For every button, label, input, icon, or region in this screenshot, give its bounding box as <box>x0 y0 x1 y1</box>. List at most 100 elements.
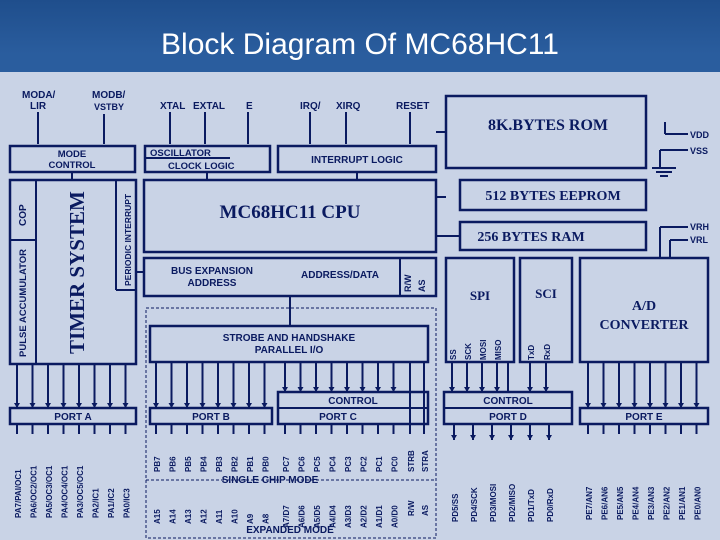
port-b-pin-1: PB6 <box>169 456 178 472</box>
port-e-arrow-6 <box>678 403 684 408</box>
port-b-exp-6: A9 <box>246 513 255 524</box>
port-a-pin-7: PA0/IC3 <box>123 488 132 518</box>
eeprom-block <box>458 178 648 212</box>
address-data-label: ADDRESS/DATA <box>301 270 379 281</box>
ad-line2: CONVERTER <box>600 318 690 333</box>
extal-label: EXTAL <box>193 101 225 112</box>
port-d-arrow-1 <box>470 435 476 440</box>
port-e-block <box>578 406 710 426</box>
port-a-arrow-1 <box>29 403 36 408</box>
port-b-arrow-2 <box>184 403 190 408</box>
port-e-arrow-5 <box>662 403 669 408</box>
reset-label: RESET <box>396 101 429 112</box>
port-d-arrow-3 <box>508 435 514 440</box>
block-diagram-svg: MODA/ LIR MODB/ VSTBY XTAL EXTAL E IRQ/ … <box>8 90 710 539</box>
port-d-pin-5: PD0/RxD <box>546 488 555 522</box>
spi-pin-2: MOSI <box>479 340 488 360</box>
port-b-arrow-4 <box>215 403 221 408</box>
mode-control-line1: MODE <box>58 149 87 160</box>
port-b-pin-6: PB1 <box>246 456 255 472</box>
port-d-pin-1: PD4/SCK <box>470 487 479 522</box>
sci-arrow-0 <box>527 387 533 392</box>
pulse-accumulator-label: PULSE ACCUMULATOR <box>18 249 29 357</box>
port-b-exp-3: A12 <box>200 509 209 524</box>
cop-label: COP <box>18 204 29 226</box>
port-c-pin-6: PC1 <box>375 456 384 472</box>
port-b-arrow-7 <box>261 403 268 408</box>
vrl-label: VRL <box>690 235 709 245</box>
port-b-pin-7: PB0 <box>262 456 271 472</box>
port-b-pin-2: PB5 <box>184 456 193 472</box>
port-e-pin-2: PE5/AN5 <box>616 486 625 520</box>
port-e-pin-3: PE4/AN4 <box>632 486 641 520</box>
port-d-arrow-0 <box>451 435 457 440</box>
vstby-label: VSTBY <box>94 102 124 112</box>
e-label: E <box>246 101 253 112</box>
port-b-arrow-3 <box>199 403 206 408</box>
spi-arrow-2 <box>479 387 485 392</box>
ad-converter-block <box>578 256 710 364</box>
sci-label: SCI <box>535 286 557 301</box>
sci-pin-1: RxD <box>543 344 552 360</box>
port-b-pin-0: PB7 <box>153 456 162 472</box>
port-c-pin-1: PC6 <box>298 456 307 472</box>
port-d-arrow-5 <box>546 435 552 440</box>
port-b-arrow-1 <box>168 403 175 408</box>
spi-arrow-3 <box>494 387 500 392</box>
port-d-pin-2: PD3/MOSI <box>489 484 498 522</box>
bus-expansion-block <box>142 256 438 298</box>
port-e-pin-1: PE6/AN6 <box>601 486 610 520</box>
interrupt-logic-label: INTERRUPT LOGIC <box>311 155 403 166</box>
block-diagram: MODA/ LIR MODB/ VSTBY XTAL EXTAL E IRQ/ … <box>0 72 720 540</box>
spi-arrow-0 <box>449 387 455 392</box>
sci-pin-0: TxD <box>527 345 536 360</box>
single-chip-label: SINGLE CHIP MODE <box>222 475 319 486</box>
xtal-label: XTAL <box>160 101 185 112</box>
spi-label: SPI <box>470 288 490 303</box>
sci-block <box>518 256 574 364</box>
port-c-arrow-7 <box>390 387 397 392</box>
port-b-pin-3: PB4 <box>200 456 209 472</box>
spi-pin-3: MISO <box>494 340 503 360</box>
interrupt-logic-block <box>276 144 438 174</box>
port-b-exp-0: A15 <box>153 509 162 524</box>
oscillator-label: OSCILLATOR <box>150 148 211 159</box>
modb-label: MODB/ <box>92 90 126 101</box>
port-a-pin-4: PA3/OC5/OC1 <box>76 465 85 518</box>
port-a-pin-0: PA7/PAI/OC1 <box>14 469 23 518</box>
port-e-arrow-1 <box>600 403 607 408</box>
vss-label: VSS <box>690 146 708 156</box>
spi-block <box>444 256 516 364</box>
port-b-block <box>148 406 274 426</box>
port-d-label: PORT D <box>489 412 527 423</box>
port-e-arrow-4 <box>647 403 653 408</box>
bus-expansion-line2: ADDRESS <box>188 278 237 289</box>
vdd-label: VDD <box>690 130 710 140</box>
port-b-label: PORT B <box>192 412 230 423</box>
strobe-exp-0: R/W <box>407 500 416 516</box>
port-b-pin-5: PB2 <box>231 456 240 472</box>
port-d-arrow-2 <box>489 435 495 440</box>
slide-title: Block Diagram Of MC68HC11 <box>161 28 559 61</box>
port-d-pin-3: PD2/MISO <box>508 484 517 522</box>
port-c-arrow-3 <box>328 387 335 392</box>
cpu-label: MC68HC11 CPU <box>220 202 361 223</box>
port-a-arrow-3 <box>60 403 67 408</box>
port-c-pin-2: PC5 <box>313 456 322 472</box>
ad-line1: A/D <box>632 299 656 314</box>
expanded-mode-label: EXPANDED MODE <box>246 525 334 536</box>
spi-arrow-1 <box>464 387 470 392</box>
sci-arrow-1 <box>543 387 549 392</box>
port-c-exp-7: A0/D0 <box>391 505 400 528</box>
port-c-exp-5: A2/D2 <box>360 505 369 528</box>
port-d-pin-0: PD5/SS <box>451 493 460 522</box>
port-c-pin-4: PC3 <box>344 456 353 472</box>
port-c-exp-4: A3/D3 <box>344 505 353 528</box>
port-c-arrow-1 <box>297 387 304 392</box>
port-b-exp-7: A8 <box>262 513 271 524</box>
port-b-exp-5: A10 <box>231 509 240 524</box>
strobe-pin-1: STRA <box>421 450 430 472</box>
port-e-label: PORT E <box>625 412 663 423</box>
port-c-arrow-5 <box>359 387 366 392</box>
